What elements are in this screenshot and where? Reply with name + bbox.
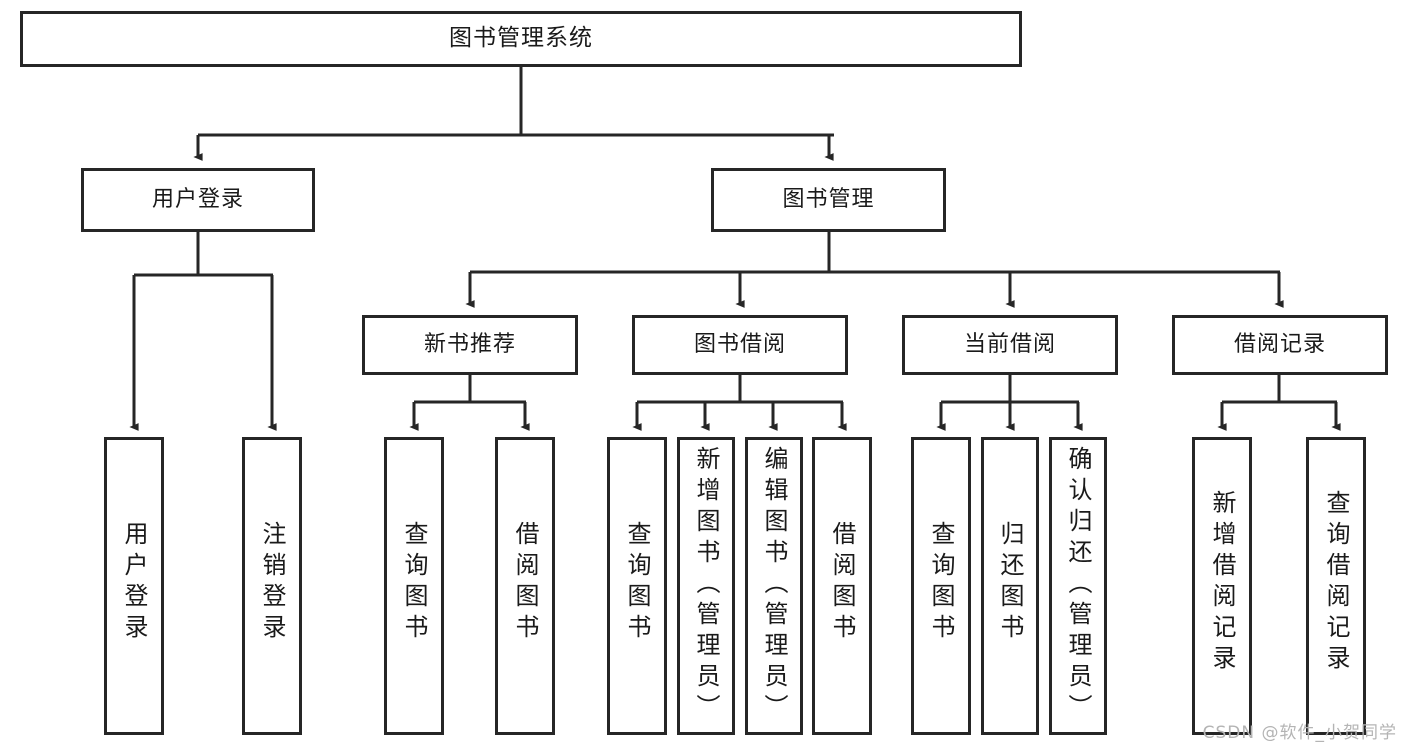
node-leaf-add-book-label: 新增图书（管理员） bbox=[692, 446, 720, 725]
node-leaf-edit-book-label: 编辑图书（管理员） bbox=[760, 446, 788, 725]
node-leaf-query-book-3-label: 查询图书 bbox=[927, 520, 955, 645]
node-leaf-return-book-label: 归还图书 bbox=[996, 520, 1024, 645]
node-leaf-borrow-book-2-label: 借阅图书 bbox=[828, 520, 856, 645]
node-leaf-edit-book[interactable]: 编辑图书（管理员） bbox=[745, 437, 803, 735]
node-leaf-borrow-book-2[interactable]: 借阅图书 bbox=[812, 437, 872, 735]
node-leaf-user-login-label: 用户登录 bbox=[120, 520, 148, 645]
node-leaf-add-record-label: 新增借阅记录 bbox=[1208, 489, 1236, 676]
node-leaf-return-book[interactable]: 归还图书 bbox=[981, 437, 1039, 735]
node-leaf-confirm-return-label: 确认归还（管理员） bbox=[1064, 446, 1092, 725]
node-leaf-borrow-book-1-label: 借阅图书 bbox=[511, 520, 539, 645]
node-current-borrow[interactable]: 当前借阅 bbox=[902, 315, 1118, 375]
node-book-borrow-label: 图书借阅 bbox=[693, 331, 786, 357]
node-leaf-query-book-1[interactable]: 查询图书 bbox=[384, 437, 444, 735]
node-root-label: 图书管理系统 bbox=[449, 25, 593, 52]
node-leaf-user-logout-label: 注销登录 bbox=[258, 520, 286, 645]
node-leaf-user-login[interactable]: 用户登录 bbox=[104, 437, 164, 735]
node-leaf-add-record[interactable]: 新增借阅记录 bbox=[1192, 437, 1252, 735]
node-leaf-user-logout[interactable]: 注销登录 bbox=[242, 437, 302, 735]
node-leaf-query-book-3[interactable]: 查询图书 bbox=[911, 437, 971, 735]
node-leaf-add-book[interactable]: 新增图书（管理员） bbox=[677, 437, 735, 735]
node-leaf-query-book-1-label: 查询图书 bbox=[400, 520, 428, 645]
node-user-login-label: 用户登录 bbox=[151, 186, 244, 212]
node-book-borrow[interactable]: 图书借阅 bbox=[632, 315, 848, 375]
node-new-book-rec-label: 新书推荐 bbox=[423, 331, 516, 357]
node-book-manage[interactable]: 图书管理 bbox=[711, 168, 946, 232]
node-current-borrow-label: 当前借阅 bbox=[963, 331, 1056, 357]
node-leaf-borrow-book-1[interactable]: 借阅图书 bbox=[495, 437, 555, 735]
node-root[interactable]: 图书管理系统 bbox=[20, 11, 1022, 67]
watermark: CSDN @软件_小贺同学 bbox=[1202, 723, 1397, 743]
node-new-book-rec[interactable]: 新书推荐 bbox=[362, 315, 578, 375]
node-leaf-confirm-return[interactable]: 确认归还（管理员） bbox=[1049, 437, 1107, 735]
node-borrow-record[interactable]: 借阅记录 bbox=[1172, 315, 1388, 375]
node-leaf-query-book-2-label: 查询图书 bbox=[623, 520, 651, 645]
node-leaf-query-book-2[interactable]: 查询图书 bbox=[607, 437, 667, 735]
node-leaf-query-record-label: 查询借阅记录 bbox=[1322, 489, 1350, 676]
node-user-login[interactable]: 用户登录 bbox=[81, 168, 315, 232]
node-borrow-record-label: 借阅记录 bbox=[1233, 331, 1326, 357]
node-book-manage-label: 图书管理 bbox=[782, 186, 875, 212]
node-leaf-query-record[interactable]: 查询借阅记录 bbox=[1306, 437, 1366, 735]
